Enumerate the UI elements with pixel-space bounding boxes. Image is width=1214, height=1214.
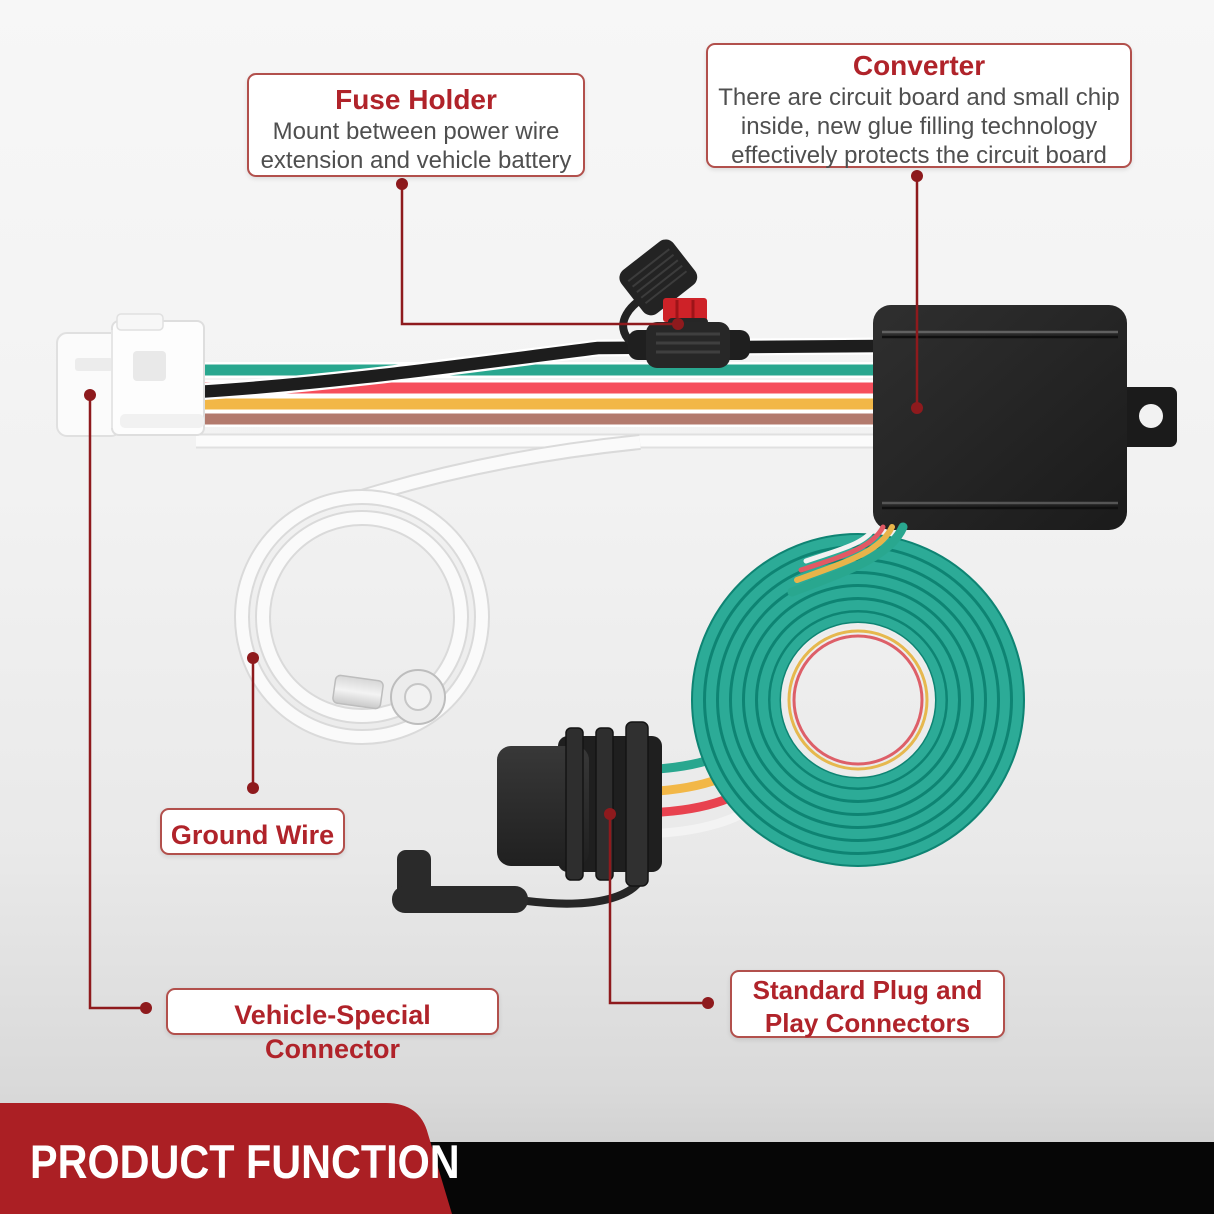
banner-red-shape (0, 1103, 452, 1214)
leader-plug-connectors (604, 808, 714, 1009)
trailer-wire-coil (691, 522, 1025, 867)
black-power-wire (195, 339, 878, 399)
dust-cap (392, 850, 528, 913)
ring-terminal (332, 669, 446, 725)
leader-ground-wire (247, 652, 259, 794)
converter-callout: Converter There are circuit board and sm… (706, 43, 1132, 170)
plug-connectors-callout: Standard Plug and Play Connectors (730, 970, 1005, 1038)
plug-connectors-line1: Standard Plug and (752, 975, 983, 1005)
plug-connectors-line2: Play Connectors (764, 1007, 971, 1038)
leader-converter (911, 170, 923, 414)
converter-desc-line2: inside, new glue filling technology (740, 112, 1098, 140)
converter-illustration (873, 305, 1177, 530)
leader-fuse-holder (396, 178, 684, 330)
leader-lines (84, 170, 923, 1014)
ground-wire-title: Ground Wire (170, 820, 335, 850)
ground-wire-illustration (234, 434, 641, 745)
four-pin-connector-illustration (392, 721, 662, 913)
fuse-holder-desc-line1: Mount between power wire (272, 117, 560, 145)
fuse-holder-title: Fuse Holder (335, 84, 497, 115)
converter-title: Converter (852, 50, 986, 81)
fuse (663, 298, 707, 322)
converter-desc-line1: There are circuit board and small chip (718, 83, 1120, 111)
mounting-hole (1139, 404, 1163, 428)
vehicle-connector-illustration (56, 313, 205, 437)
vehicle-connector-callout: Vehicle-Special Connector (166, 988, 499, 1064)
ground-wire-callout: Ground Wire (160, 808, 345, 855)
vehicle-connector-title: Vehicle-Special Connector (234, 1000, 431, 1064)
fuse-holder-illustration (619, 239, 750, 368)
coil-feed-bundle (787, 522, 908, 597)
product-function-banner-title: PRODUCT FUNCTION (30, 1135, 460, 1188)
converter-desc-line3: effectively protects the circuit board (731, 142, 1107, 170)
wire-harness (195, 337, 878, 449)
fuse-holder-desc-line2: extension and vehicle battery (260, 146, 572, 174)
leader-vehicle-connector (84, 389, 152, 1014)
fuse-holder-callout: Fuse Holder Mount between power wire ext… (247, 73, 585, 177)
